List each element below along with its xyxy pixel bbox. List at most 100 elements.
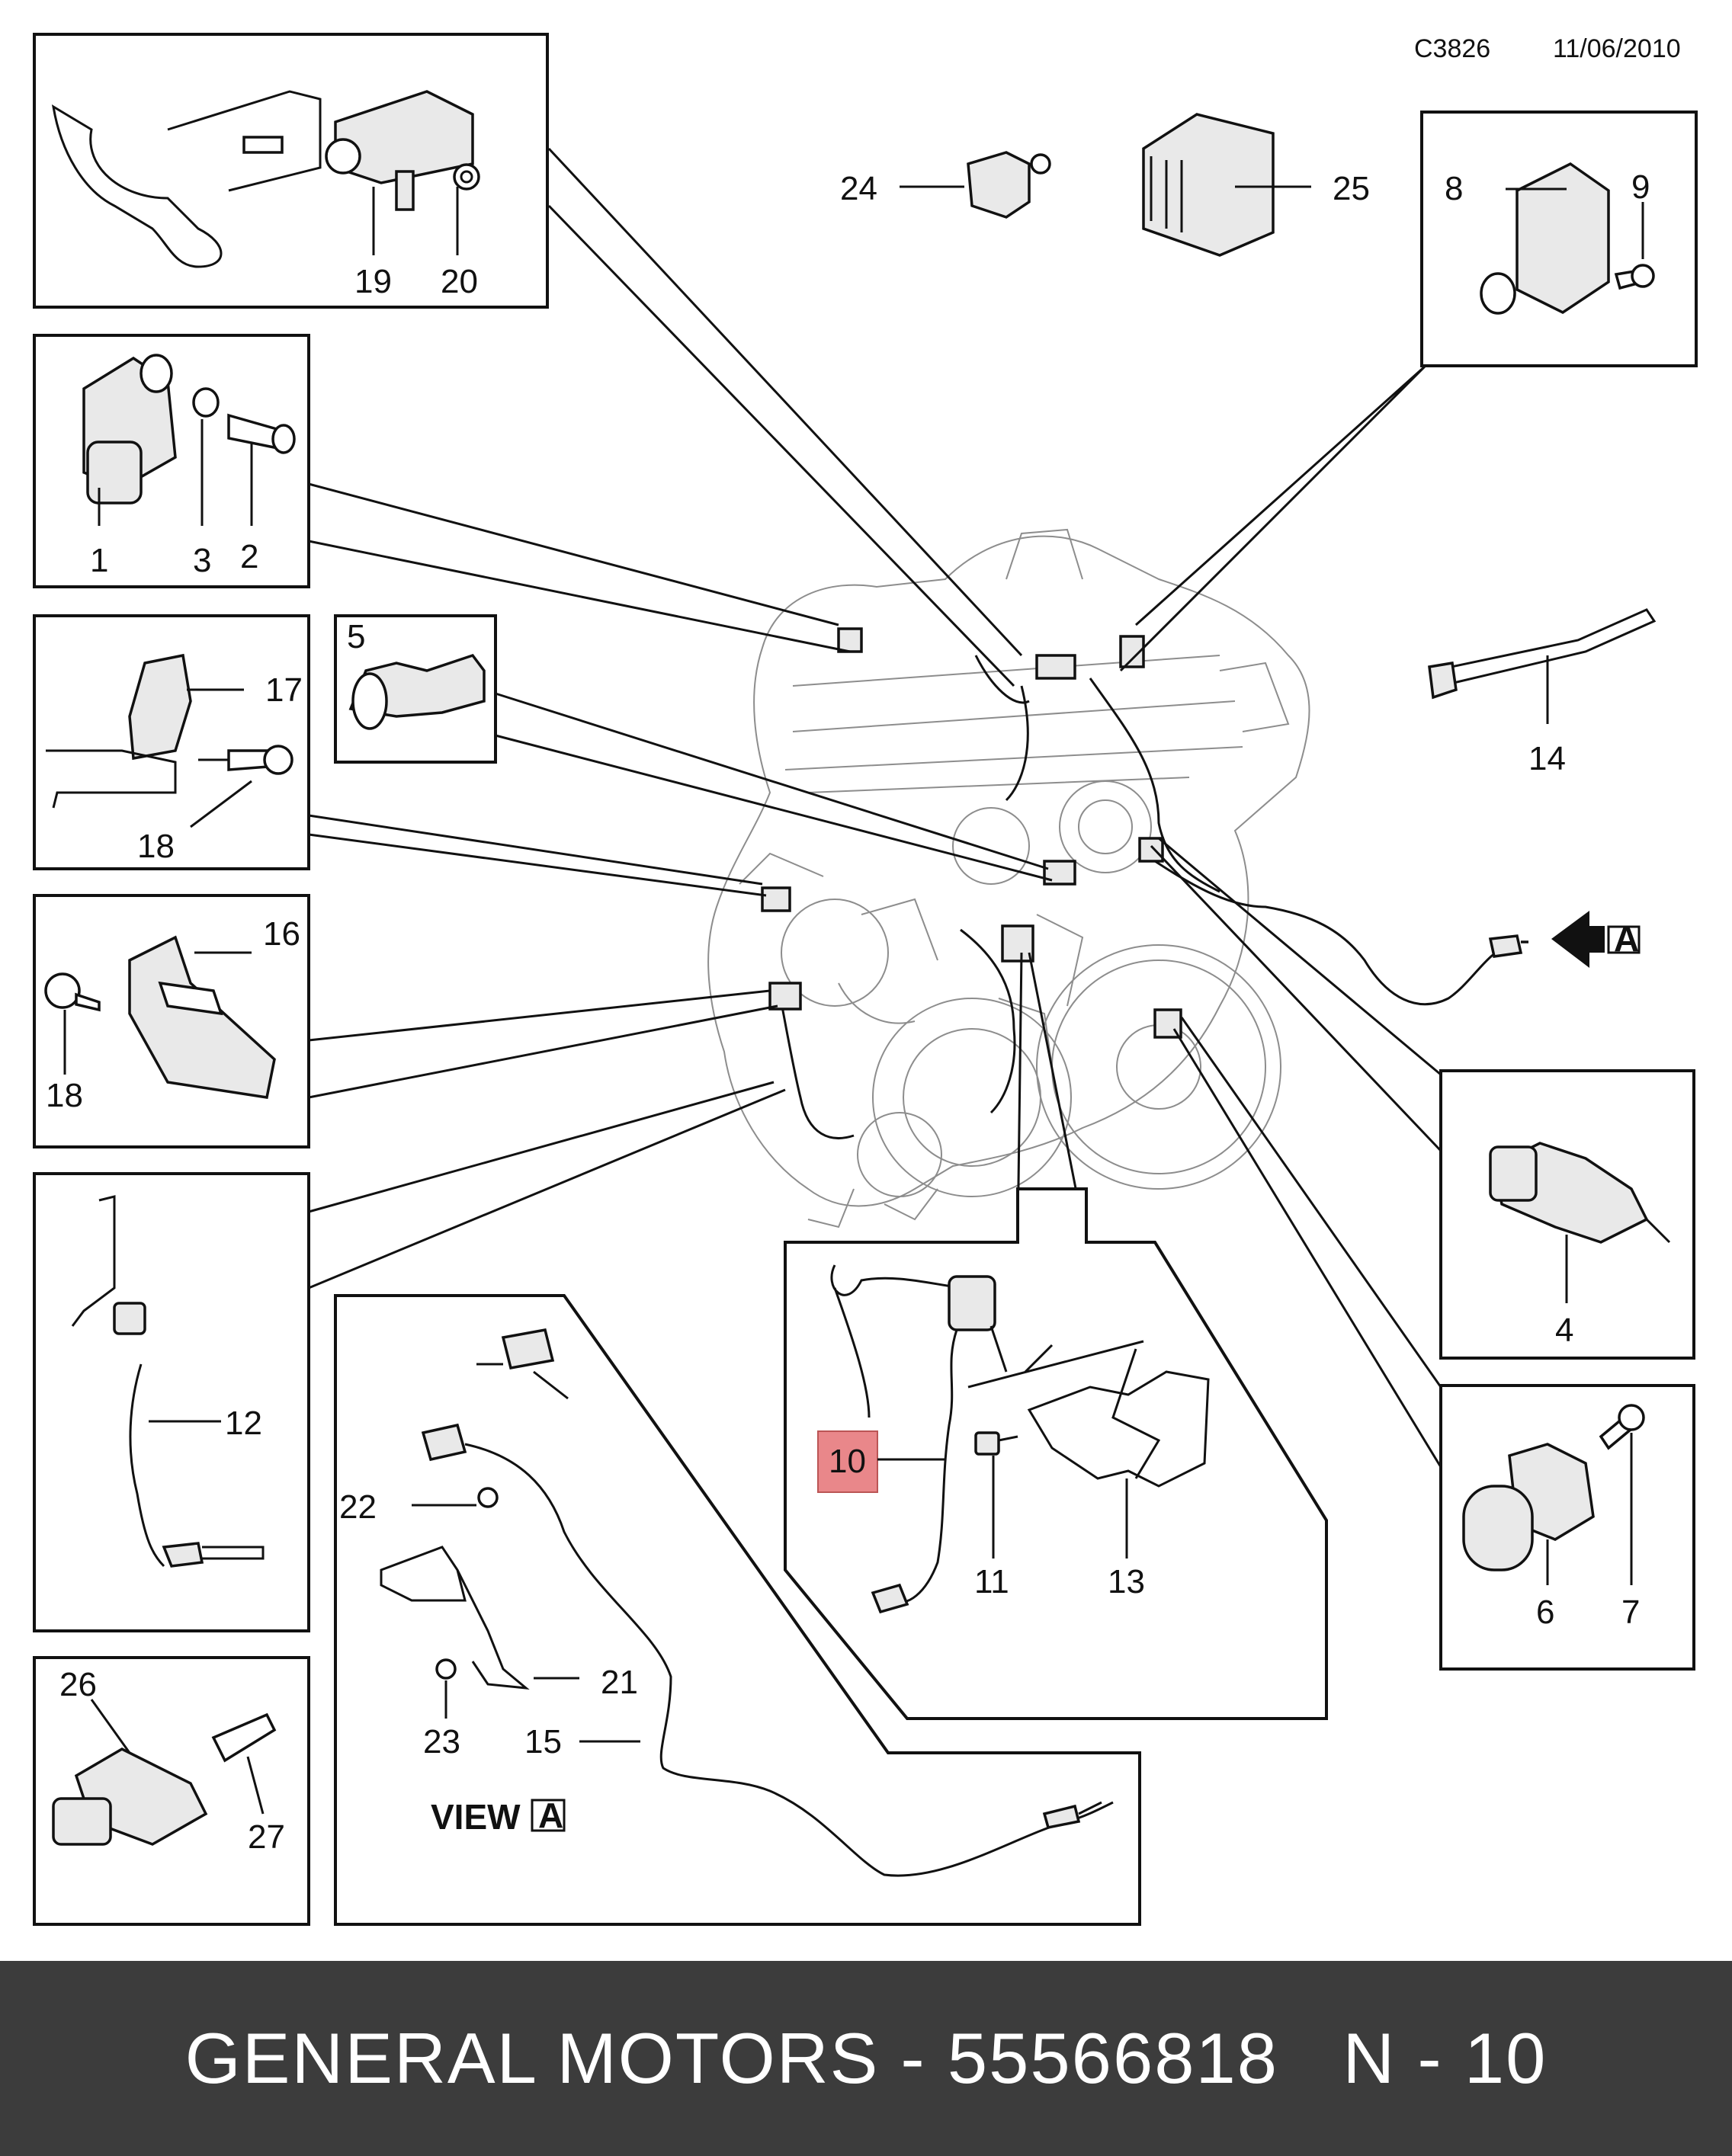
engine-outline — [707, 535, 1310, 1207]
sensor-1-installed — [837, 627, 863, 653]
part-14: 14 — [1428, 608, 1657, 777]
harness-to-sensor-10 — [960, 928, 1016, 1114]
bolt-22 — [477, 1487, 499, 1508]
washer-3 — [192, 387, 220, 418]
crank-sensor-6-body — [1462, 1485, 1534, 1571]
sensor-4-installed — [1138, 837, 1164, 863]
view-a-arrow-letter: A — [1614, 919, 1639, 959]
footer-text: GENERAL MOTORS - 55566818 N - 10 — [184, 2018, 1548, 2098]
sensor-10-connector — [948, 1275, 996, 1331]
callout-25: 25 — [1333, 170, 1370, 207]
callout-11: 11 — [974, 1563, 1009, 1600]
callout-12: 12 — [225, 1405, 262, 1442]
sensor-26-body — [52, 1797, 112, 1846]
pulley-outline — [872, 998, 1072, 1197]
callout-24: 24 — [840, 170, 877, 207]
sensor-10-installed — [1001, 924, 1034, 963]
callout-26: 26 — [59, 1666, 97, 1703]
callout-7: 7 — [1621, 1594, 1640, 1631]
callout-22: 22 — [339, 1488, 377, 1526]
bolt-23 — [435, 1658, 457, 1680]
box-parts-8-9: 8 9 — [1420, 111, 1698, 367]
footer-banner: GENERAL MOTORS - 55566818 N - 10 — [0, 1961, 1732, 2156]
callout-10-highlight — [817, 1430, 878, 1493]
leader-lines — [308, 147, 1442, 1468]
cable-tie-14 — [1431, 608, 1657, 687]
sensor-10-probe — [871, 1583, 909, 1614]
sensor-12-connector — [113, 1302, 146, 1335]
callout-14: 14 — [1528, 740, 1566, 777]
harness-top — [974, 655, 1030, 802]
callout-19: 19 — [354, 263, 392, 300]
flywheel-outline — [1036, 944, 1281, 1190]
bolt-19-shank — [242, 136, 284, 154]
callout-6: 6 — [1536, 1594, 1554, 1631]
box-view-a: 22 23 21 15 VIEW A — [334, 1294, 1141, 1926]
callout-15: 15 — [524, 1723, 562, 1760]
sensor-12-cable — [129, 1363, 165, 1568]
box-parts-17-18: 17 18 — [33, 614, 310, 870]
box-part-12: 12 — [33, 1172, 310, 1632]
callout-18-b: 18 — [46, 1077, 83, 1114]
callout-21: 21 — [601, 1664, 638, 1701]
bracket-21 — [380, 1546, 467, 1602]
sensor-12-bracket — [71, 1195, 116, 1327]
view-a-label-letter: A — [538, 1796, 563, 1835]
harness-to-sensor-15 — [1143, 852, 1510, 1006]
clip-11 — [974, 1431, 1000, 1456]
sensor-4-connector — [1489, 1145, 1538, 1202]
harness-main — [1089, 678, 1220, 893]
bolt-18-b — [44, 972, 81, 1009]
callout-4: 4 — [1555, 1312, 1573, 1349]
sensor-17 — [128, 653, 192, 761]
callout-13: 13 — [1108, 1563, 1145, 1600]
callout-10: 10 — [829, 1443, 866, 1480]
box-part-4: 4 — [1439, 1069, 1695, 1360]
drawing-date: 11/06/2010 — [1553, 34, 1681, 63]
engine-illustration — [707, 528, 1310, 1229]
bracket-13 — [1027, 1370, 1210, 1488]
callout-18-a: 18 — [137, 828, 175, 865]
callout-3: 3 — [193, 542, 211, 579]
view-a-connector-top — [501, 1328, 555, 1370]
callout-17: 17 — [265, 671, 303, 709]
view-a-arrow-icon — [1551, 911, 1605, 968]
sensor-12-probe — [162, 1542, 204, 1568]
callout-23: 23 — [423, 1723, 460, 1760]
harness-to-sensor-12 — [776, 982, 855, 1139]
sensor-16 — [158, 981, 223, 1016]
drawing-code: C3826 — [1414, 34, 1490, 63]
sensor-5-installed — [1043, 860, 1076, 886]
callout-2: 2 — [240, 538, 258, 575]
parts-24-25: 24 25 — [840, 113, 1370, 257]
box-parts-1-2-3: 1 3 2 — [33, 334, 310, 588]
parts-diagram: C3826 11/06/2010 A — [33, 33, 1698, 1926]
callout-27: 27 — [248, 1818, 285, 1856]
sensor-15-cable — [464, 1443, 1114, 1877]
view-a-letter-box — [1607, 925, 1641, 954]
nut-20 — [453, 163, 480, 191]
map-sensor-8 — [1516, 162, 1610, 315]
relay-24 — [967, 151, 1031, 219]
box-parts-10-11-13: 10 11 13 — [784, 1187, 1328, 1720]
view-a-label-box — [531, 1799, 566, 1832]
sensor-10-cable-top — [830, 1264, 969, 1296]
sensor-17-installed — [761, 886, 791, 912]
box-part-5: 5 — [334, 614, 497, 764]
callout-8: 8 — [1445, 170, 1463, 207]
view-a-sensor-connector — [421, 1423, 467, 1462]
bolt-27 — [211, 1712, 277, 1763]
bracket-21-arm — [456, 1569, 530, 1690]
box-parts-19-20: 19 20 — [33, 33, 549, 309]
sensor-1-connector — [86, 440, 143, 505]
callout-1: 1 — [90, 542, 108, 579]
callout-5: 5 — [347, 618, 365, 655]
box-parts-6-7: 6 7 — [1439, 1384, 1695, 1671]
box-parts-26-27: 26 27 — [33, 1656, 310, 1926]
sensor-16-bracket — [128, 935, 276, 1099]
view-a-label: VIEW — [431, 1797, 521, 1837]
sensor-15-probe — [1042, 1804, 1081, 1830]
callout-9: 9 — [1631, 168, 1650, 206]
box-parts-16-18: 16 18 — [33, 894, 310, 1148]
bracket-plate — [51, 104, 223, 268]
